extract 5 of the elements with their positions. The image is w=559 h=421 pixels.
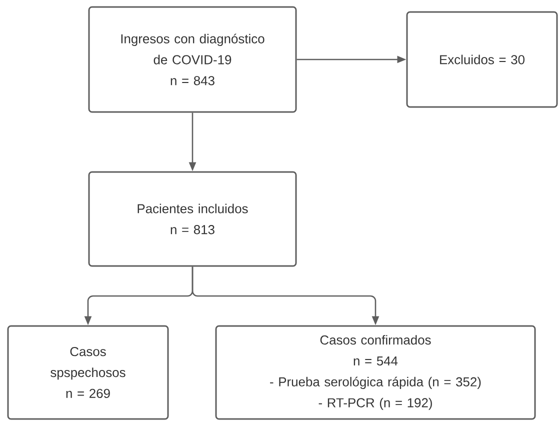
process-box: Casos spspechosos n = 269: [7, 325, 169, 420]
process-box: Pacientes incluidos n = 813: [88, 171, 297, 267]
process-box: Excluidos = 30: [406, 11, 558, 108]
process-box: Casos confirmados n = 544 - Prueba serológica rápida (n = 352) - RT-PCR (n = 192): [215, 325, 536, 420]
process-box: Ingresos con diagnóstico de COVID-19 n = 843: [88, 6, 297, 113]
